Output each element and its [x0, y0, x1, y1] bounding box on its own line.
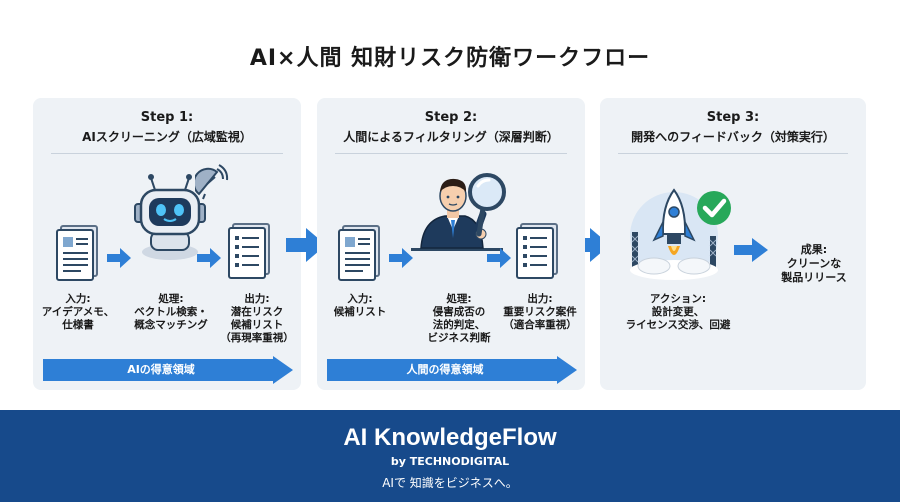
robot-icon — [134, 174, 206, 260]
step-1-process: 処理: ベクトル検索・ 概念マッチング — [121, 293, 221, 332]
step-1-output-line: （再現率重視） — [220, 332, 294, 344]
ai-domain-label: AIの得意領域 — [127, 363, 195, 376]
step-2-process-line: 処理: — [446, 293, 472, 305]
step-2-process-line: 法的判定、 — [432, 319, 486, 331]
checkmark-icon — [697, 191, 731, 225]
outcome-line: クリーンな — [786, 257, 842, 270]
rocket-icon — [630, 188, 718, 280]
step-1-output-line: 潜在リスク — [230, 306, 284, 318]
outcome-line: 成果: — [800, 243, 828, 256]
human-domain-label: 人間の得意領域 — [406, 363, 484, 376]
arrow-right-icon — [197, 248, 221, 268]
step-1-process-line: 概念マッチング — [134, 319, 208, 331]
step-2-process-line: ビジネス判断 — [427, 332, 491, 344]
step-2-output-line: （適合率重視） — [503, 319, 577, 331]
step-1-input-line: 入力: — [65, 293, 91, 305]
step-1-process-line: 処理: — [158, 293, 184, 305]
step-3-action-line: アクション: — [649, 293, 707, 305]
magnifier-icon — [468, 173, 506, 237]
band-arrow-shape — [327, 356, 577, 384]
arrow-right-icon — [286, 228, 326, 262]
step-1-subtitle: AIスクリーニング（広域監視） — [82, 130, 252, 144]
step-2-label: Step 2: — [424, 110, 478, 125]
step-2-input-line: 入力: — [347, 293, 373, 305]
step-2-output-line: 重要リスク案件 — [503, 306, 577, 318]
step-3-divider — [618, 153, 848, 154]
step-2-output-line: 出力: — [527, 293, 553, 305]
brand-name: AI KnowledgeFlow — [343, 424, 557, 451]
page-title: AI×人間 知財リスク防衛ワークフロー — [249, 46, 651, 71]
arrow-right-icon — [107, 248, 131, 268]
tagline: AIで 知識をビジネスへ。 — [382, 476, 518, 490]
band-arrow-shape — [43, 356, 293, 384]
arrow-right-icon — [389, 248, 413, 268]
step-1-panel: Step 1: AIスクリーニング（広域監視） — [33, 98, 301, 390]
satellite-dish-icon — [195, 164, 229, 200]
step-3-label: Step 3: — [706, 110, 760, 125]
arrow-right-icon — [734, 238, 768, 262]
outcome: 成果: クリーンな 製品リリース — [768, 243, 860, 285]
outcome-line: 製品リリース — [781, 271, 847, 284]
arrow-right-icon — [487, 248, 511, 268]
step-1-input-line: アイデアメモ、 — [41, 306, 115, 318]
human-domain-band: 人間の得意領域 — [327, 356, 577, 384]
step-1-output-line: 候補リスト — [230, 319, 284, 331]
byline: by TECHNODIGITAL — [390, 455, 510, 468]
step-1-process-line: ベクトル検索・ — [134, 306, 208, 318]
step-2-input-line: 候補リスト — [333, 306, 387, 318]
document-icon — [56, 225, 98, 281]
step-2-divider — [335, 153, 567, 154]
step-2-process: 処理: 侵害成否の 法的判定、 ビジネス判断 — [405, 293, 513, 345]
step-3-action: アクション: 設計変更、 ライセンス交渉、回避 — [608, 293, 748, 332]
step-2-output: 出力: 重要リスク案件 （適合率重視） — [495, 293, 585, 332]
businessman-icon — [411, 178, 503, 251]
step-1-divider — [51, 153, 283, 154]
document-icon — [338, 225, 380, 281]
step-2-input: 入力: 候補リスト — [317, 293, 403, 319]
step-1-label: Step 1: — [140, 110, 194, 125]
ai-domain-band: AIの得意領域 — [43, 356, 293, 384]
document-icon — [516, 223, 558, 279]
step-2-panel: Step 2: 人間によるフィルタリング（深層判断） — [317, 98, 585, 390]
step-1-input: 入力: アイデアメモ、 仕様書 — [33, 293, 123, 332]
document-icon — [228, 223, 270, 279]
step-2-process-line: 侵害成否の — [432, 306, 486, 318]
step-1-input-line: 仕様書 — [62, 319, 94, 331]
step-3-action-line: 設計変更、 — [651, 306, 705, 318]
step-3-action-line: ライセンス交渉、回避 — [625, 319, 731, 331]
step-3-panel: Step 3: 開発へのフィードバック（対策実行） アクション: 設計変更、 ラ… — [600, 98, 866, 390]
step-1-output: 出力: 潜在リスク 候補リスト （再現率重視） — [211, 293, 303, 345]
step-1-output-line: 出力: — [244, 293, 270, 305]
step-3-subtitle: 開発へのフィードバック（対策実行） — [631, 130, 835, 144]
footer: AI KnowledgeFlow by TECHNODIGITAL AIで 知識… — [0, 410, 900, 502]
step-2-subtitle: 人間によるフィルタリング（深層判断） — [343, 130, 559, 144]
